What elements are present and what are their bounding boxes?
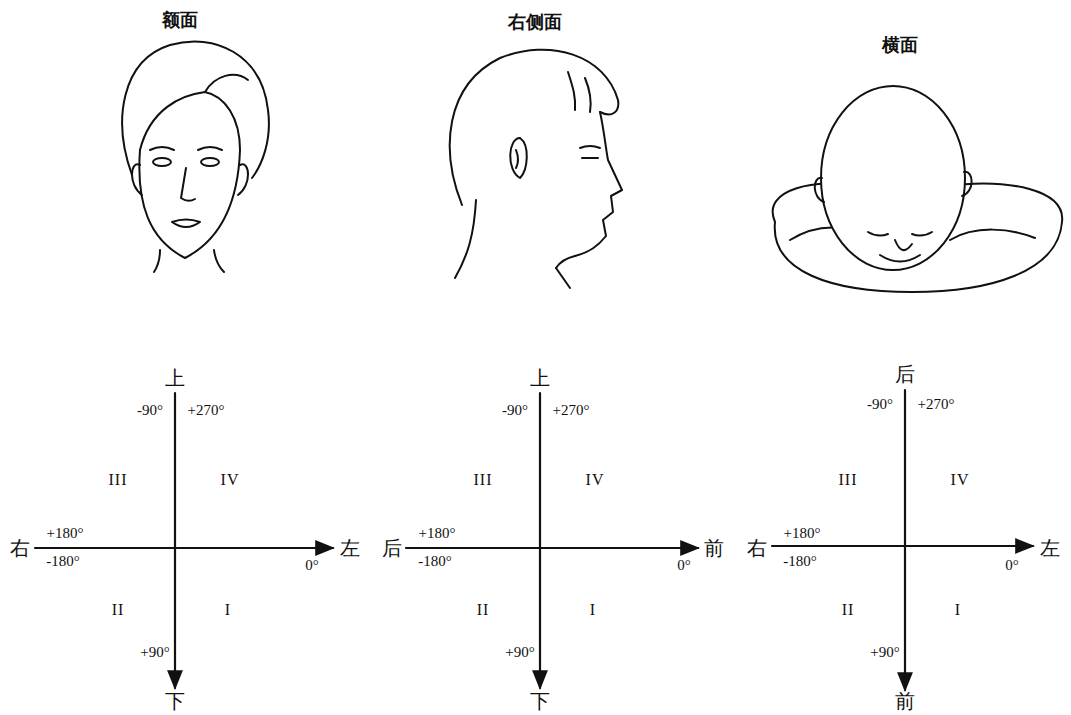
axis-direction: 后: [382, 538, 402, 558]
axis-direction: 左: [1040, 538, 1060, 558]
quadrant-number: II: [477, 602, 490, 618]
quadrant-number: I: [225, 602, 231, 618]
angle-label: +90°: [870, 645, 899, 660]
quadrant-number: IV: [951, 472, 970, 488]
angle-label: +180°: [419, 526, 456, 541]
view-title: 横面: [882, 36, 918, 54]
axis-direction: 后: [895, 364, 915, 384]
angle-label: -90°: [502, 403, 528, 418]
axis-direction: 前: [895, 691, 915, 711]
angle-label: 0°: [677, 558, 691, 573]
quadrant-number: II: [112, 602, 125, 618]
quadrant-number: IV: [221, 472, 240, 488]
angle-label: +270°: [918, 397, 955, 412]
angle-label: -90°: [867, 397, 893, 412]
front-head: [122, 41, 269, 272]
angle-label: +270°: [553, 403, 590, 418]
angle-label: -180°: [46, 554, 80, 569]
angle-label: +180°: [47, 526, 84, 541]
quadrant-number: III: [109, 472, 128, 488]
view-title: 右侧面: [508, 13, 562, 31]
angle-label: -180°: [418, 554, 452, 569]
quadrant-number: I: [955, 602, 961, 618]
angle-label: +270°: [188, 403, 225, 418]
axis-direction: 下: [530, 691, 550, 711]
angle-label: +90°: [140, 645, 169, 660]
quadrant-number: III: [839, 472, 858, 488]
angle-label: 0°: [1005, 558, 1019, 573]
quadrant-number: IV: [586, 472, 605, 488]
angle-label: +180°: [784, 526, 821, 541]
profile-head: [450, 50, 622, 288]
axis-direction: 右: [10, 538, 30, 558]
angle-label: +90°: [505, 645, 534, 660]
angle-label: -180°: [783, 554, 817, 569]
quadrant-number: II: [842, 602, 855, 618]
view-title: 额面: [162, 11, 198, 29]
top-view-head: [773, 86, 1063, 292]
coordinate-axes: [35, 390, 1033, 690]
quadrant-number: I: [590, 602, 596, 618]
axis-direction: 上: [530, 368, 550, 388]
axis-direction: 前: [704, 538, 724, 558]
angle-label: -90°: [137, 403, 163, 418]
axis-direction: 左: [340, 538, 360, 558]
axis-direction: 上: [165, 368, 185, 388]
axis-direction: 下: [165, 691, 185, 711]
quadrant-number: III: [474, 472, 493, 488]
axis-direction: 右: [747, 538, 767, 558]
angle-label: 0°: [305, 558, 319, 573]
